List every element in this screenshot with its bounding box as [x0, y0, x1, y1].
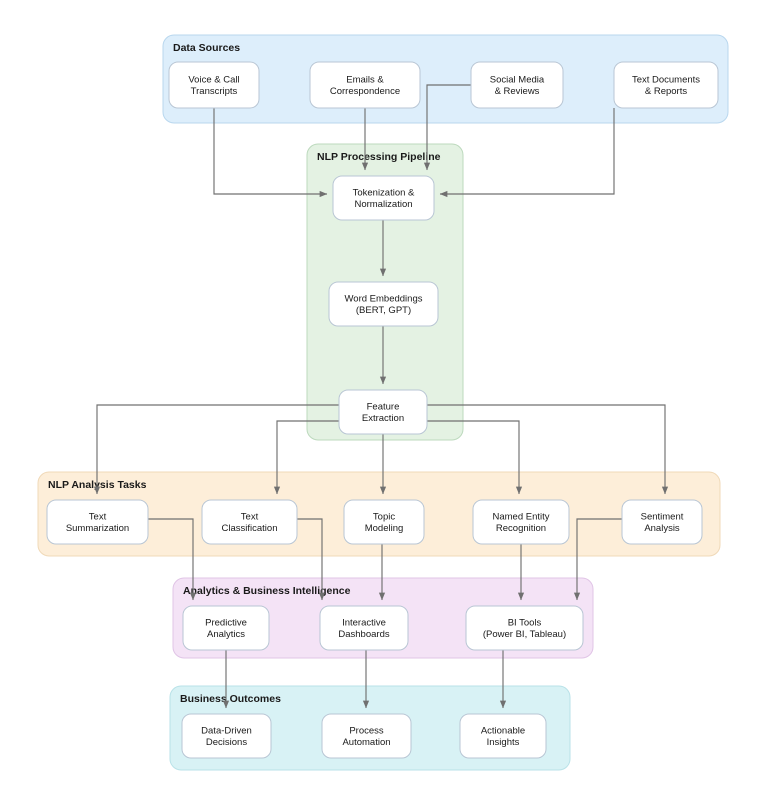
node-background: [181, 713, 272, 759]
node-background: [472, 499, 570, 545]
node-background: [621, 499, 703, 545]
node-label-line: Feature: [367, 402, 400, 413]
node-text-documents-reports[interactable]: Text Documents& Reports: [613, 61, 719, 109]
node-label-line: Dashboards: [338, 629, 389, 640]
node-bi-tools[interactable]: BI Tools(Power BI, Tableau): [465, 605, 584, 651]
node-label-line: Topic: [373, 512, 395, 523]
node-emails-correspondence[interactable]: Emails &Correspondence: [309, 61, 421, 109]
edge-feature-to-summarization: [93, 404, 339, 495]
node-label-line: Decisions: [206, 737, 247, 748]
node-label-line: Text Documents: [632, 75, 700, 86]
node-label-line: Text: [89, 512, 107, 523]
node-label-line: Normalization: [354, 199, 412, 210]
node-background: [470, 61, 564, 109]
node-label-line: Predictive: [205, 618, 247, 629]
node-label-line: Insights: [487, 737, 520, 748]
group-background: [162, 34, 729, 124]
edge-feature-to-sentiment: [427, 404, 669, 495]
node-social-media-reviews[interactable]: Social Media& Reviews: [470, 61, 564, 109]
node-label-line: Text: [241, 512, 259, 523]
node-label-line: BI Tools: [508, 618, 542, 629]
node-label-line: Transcripts: [191, 86, 238, 97]
node-background: [343, 499, 425, 545]
group-label: NLP Processing Pipeline: [317, 151, 441, 163]
node-label-line: Modeling: [365, 523, 404, 534]
node-label-line: Actionable: [481, 726, 525, 737]
node-background: [309, 61, 421, 109]
node-label-line: Classification: [222, 523, 278, 534]
node-label-line: Interactive: [342, 618, 386, 629]
node-label-line: (Power BI, Tableau): [483, 629, 566, 640]
edge-voice-to-tokenization: [213, 108, 328, 198]
node-background: [613, 61, 719, 109]
node-background: [459, 713, 547, 759]
node-label-line: & Reports: [645, 86, 687, 97]
node-background: [465, 605, 584, 651]
node-label-line: Social Media: [490, 75, 545, 86]
edge-feature-to-classification: [273, 420, 339, 495]
node-word-embeddings[interactable]: Word Embeddings(BERT, GPT): [328, 281, 439, 327]
edge-feature-to-ner: [427, 420, 523, 495]
node-background: [338, 389, 428, 435]
edge-summarization-to-predictive: [148, 518, 197, 601]
node-label-line: Summarization: [66, 523, 129, 534]
node-label-line: Analysis: [644, 523, 680, 534]
node-background: [332, 175, 435, 221]
node-background: [201, 499, 298, 545]
node-label-line: Sentiment: [641, 512, 684, 523]
node-label-line: Correspondence: [330, 86, 400, 97]
edge-classification-to-dashboards: [297, 518, 326, 601]
group-label: Data Sources: [173, 42, 240, 54]
node-label-line: Process: [349, 726, 384, 737]
node-background: [319, 605, 409, 651]
node-label-line: (BERT, GPT): [356, 305, 411, 316]
node-label-line: Named Entity: [492, 512, 549, 523]
group-label: Business Outcomes: [180, 693, 281, 705]
node-label-line: Analytics: [207, 629, 245, 640]
edge-documents-to-tokenization: [439, 108, 615, 198]
edge-social-to-tokenization: [423, 84, 471, 171]
node-label-line: Extraction: [362, 413, 404, 424]
node-label-line: Voice & Call: [188, 75, 239, 86]
node-label-line: Recognition: [496, 523, 546, 534]
edge-sentiment-to-bi-tools: [573, 518, 622, 601]
node-background: [168, 61, 260, 109]
node-label-line: Automation: [342, 737, 390, 748]
node-label-line: Word Embeddings: [345, 294, 423, 305]
node-label-line: & Reviews: [495, 86, 540, 97]
node-label-line: Emails &: [346, 75, 384, 86]
node-tokenization-normalization[interactable]: Tokenization &Normalization: [332, 175, 435, 221]
node-label-line: Data-Driven: [201, 726, 252, 737]
node-background: [182, 605, 270, 651]
node-background: [328, 281, 439, 327]
group-label: Analytics & Business Intelligence: [183, 585, 351, 597]
group-data-sources: Data Sources: [162, 34, 729, 124]
node-background: [321, 713, 412, 759]
edges-layer: [93, 84, 669, 709]
node-background: [46, 499, 149, 545]
node-label-line: Tokenization &: [353, 188, 415, 199]
